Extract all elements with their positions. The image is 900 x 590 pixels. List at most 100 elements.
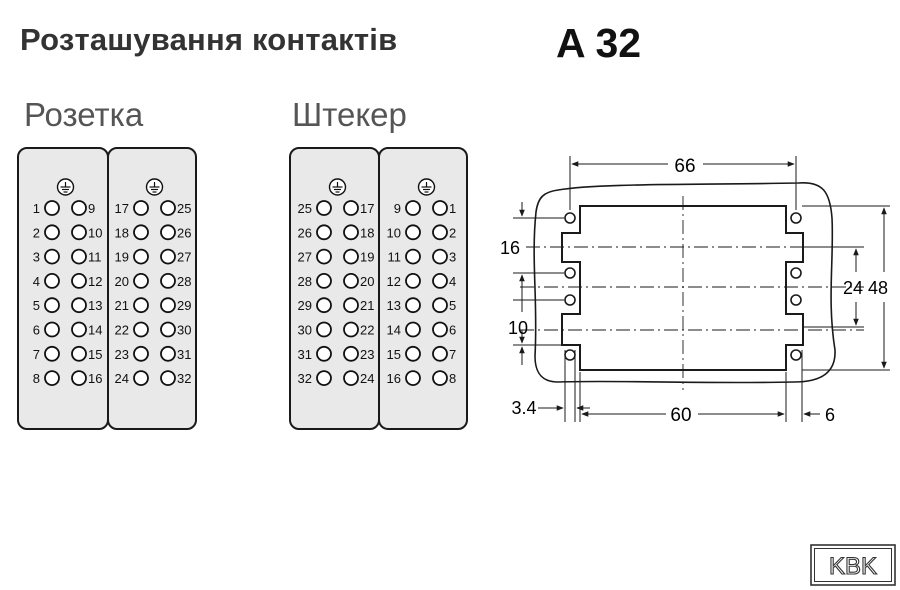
contact-pin bbox=[405, 272, 421, 289]
contact-number: 24 bbox=[360, 371, 374, 386]
dim-left-b-label: 10 bbox=[508, 318, 528, 338]
contact-number: 23 bbox=[115, 347, 129, 362]
contact-number: 18 bbox=[360, 225, 374, 240]
contact-pin bbox=[133, 321, 149, 338]
contact-number: 26 bbox=[298, 225, 312, 240]
contact-pin bbox=[44, 345, 60, 362]
contact-number: 19 bbox=[360, 250, 374, 265]
cutout-contour bbox=[561, 205, 804, 371]
dim-bottom-label: 60 bbox=[670, 405, 691, 426]
contact-number: 13 bbox=[387, 298, 401, 313]
contact-pin bbox=[160, 297, 176, 314]
contact-number: 32 bbox=[298, 371, 312, 386]
contact-pin bbox=[316, 370, 332, 387]
contact-number: 31 bbox=[298, 347, 312, 362]
contact-number: 21 bbox=[360, 298, 374, 313]
contact-number: 7 bbox=[33, 347, 40, 362]
contact-pin bbox=[44, 248, 60, 265]
contact-number: 29 bbox=[298, 298, 312, 313]
contact-pin bbox=[71, 321, 87, 338]
contact-pin bbox=[160, 272, 176, 289]
contact-number: 3 bbox=[449, 250, 456, 265]
contact-pin bbox=[160, 224, 176, 241]
contact-number: 15 bbox=[88, 347, 102, 362]
contact-pin bbox=[405, 345, 421, 362]
contact-number: 4 bbox=[449, 274, 456, 289]
contact-pin bbox=[160, 345, 176, 362]
contact-pin bbox=[71, 272, 87, 289]
contact-pin bbox=[405, 321, 421, 338]
contact-number: 17 bbox=[360, 201, 374, 216]
contact-pin bbox=[343, 370, 359, 387]
contact-number: 18 bbox=[115, 225, 129, 240]
plug-label: Штекер bbox=[292, 96, 407, 133]
contact-pin bbox=[432, 248, 448, 265]
contact-pin bbox=[432, 345, 448, 362]
contact-number: 17 bbox=[115, 201, 129, 216]
contact-pin bbox=[133, 370, 149, 387]
contact-pin bbox=[44, 297, 60, 314]
cutout-drawing: 66 16 10 24 48 3.4 60 6 bbox=[500, 156, 890, 426]
contact-pin bbox=[71, 248, 87, 265]
contact-number: 30 bbox=[177, 323, 191, 338]
contact-number: 29 bbox=[177, 298, 191, 313]
dim-top-label: 66 bbox=[674, 156, 695, 177]
contact-number: 23 bbox=[360, 347, 374, 362]
contact-number: 1 bbox=[449, 201, 456, 216]
contact-pin bbox=[71, 370, 87, 387]
ground-icon bbox=[56, 178, 75, 196]
contact-pin bbox=[71, 224, 87, 241]
contact-pin bbox=[343, 224, 359, 241]
contact-pin bbox=[343, 297, 359, 314]
contact-number: 2 bbox=[449, 225, 456, 240]
contact-pin bbox=[405, 297, 421, 314]
contact-pin bbox=[71, 200, 87, 216]
kbk-logo: KBK bbox=[810, 544, 896, 586]
dim-bottom-left-label: 3.4 bbox=[511, 398, 536, 418]
contact-pin bbox=[432, 224, 448, 241]
contact-pin bbox=[343, 248, 359, 265]
contact-number: 21 bbox=[115, 298, 129, 313]
contact-pin bbox=[71, 345, 87, 362]
contact-pin bbox=[432, 200, 448, 216]
contact-number: 1 bbox=[33, 201, 40, 216]
contact-pin bbox=[343, 321, 359, 338]
dim-right-a-label: 24 bbox=[843, 278, 863, 298]
contact-number: 14 bbox=[88, 323, 102, 338]
contact-pin bbox=[405, 370, 421, 387]
contact-number: 14 bbox=[387, 323, 401, 338]
contact-number: 27 bbox=[298, 250, 312, 265]
contact-pin bbox=[316, 345, 332, 362]
contact-number: 16 bbox=[387, 371, 401, 386]
page-title: Розташування контактів bbox=[20, 22, 398, 57]
contact-number: 30 bbox=[298, 323, 312, 338]
contact-number: 32 bbox=[177, 371, 191, 386]
contact-number: 22 bbox=[360, 323, 374, 338]
contact-number: 31 bbox=[177, 347, 191, 362]
contact-pin bbox=[343, 345, 359, 362]
contact-number: 5 bbox=[33, 298, 40, 313]
contact-number: 11 bbox=[88, 250, 102, 265]
contact-pin bbox=[432, 370, 448, 387]
contact-number: 8 bbox=[449, 371, 456, 386]
contact-pin bbox=[432, 297, 448, 314]
contact-number: 7 bbox=[449, 347, 456, 362]
ground-icon bbox=[328, 178, 347, 196]
contact-number: 13 bbox=[88, 298, 102, 313]
contact-number: 19 bbox=[115, 250, 129, 265]
contact-pin bbox=[160, 370, 176, 387]
contact-number: 6 bbox=[33, 323, 40, 338]
dim-left-a-label: 16 bbox=[500, 238, 520, 258]
contact-pin bbox=[316, 321, 332, 338]
contact-number: 9 bbox=[394, 201, 401, 216]
contact-number: 28 bbox=[177, 274, 191, 289]
socket-label: Розетка bbox=[24, 96, 144, 133]
model-name: A 32 bbox=[556, 20, 642, 66]
contact-number: 5 bbox=[449, 298, 456, 313]
contact-number: 10 bbox=[387, 225, 401, 240]
contact-number: 22 bbox=[115, 323, 129, 338]
contact-number: 8 bbox=[33, 371, 40, 386]
ground-icon bbox=[417, 178, 436, 196]
